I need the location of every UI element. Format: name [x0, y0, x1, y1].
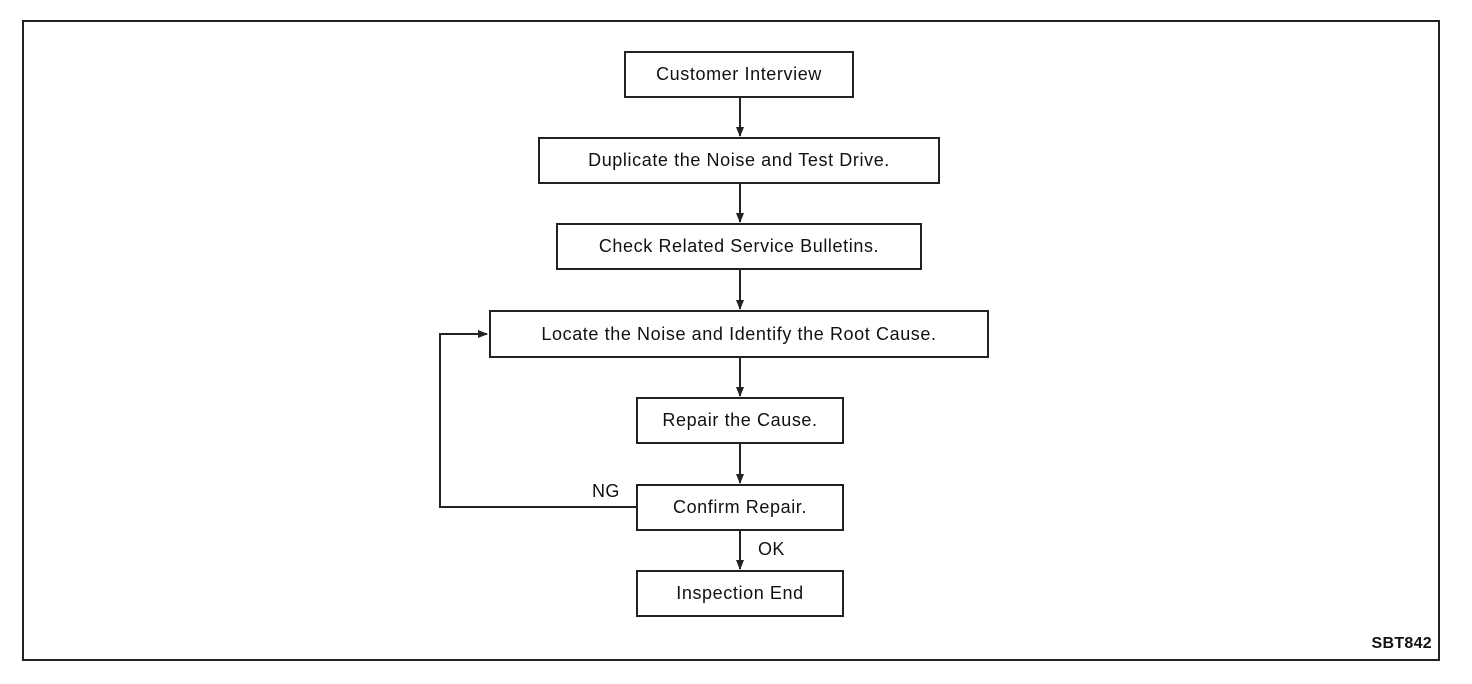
step-check-bulletins: Check Related Service Bulletins. — [556, 223, 922, 270]
step-duplicate-noise-label: Duplicate the Noise and Test Drive. — [588, 150, 890, 170]
figure-id: SBT842 — [1371, 635, 1432, 652]
diagram-frame — [22, 20, 1440, 661]
step-duplicate-noise: Duplicate the Noise and Test Drive. — [538, 137, 940, 184]
step-locate-noise: Locate the Noise and Identify the Root C… — [489, 310, 989, 358]
step-confirm-repair-label: Confirm Repair. — [672, 497, 808, 517]
step-customer-interview-label: Customer Interview — [656, 64, 822, 84]
ok-label: OK — [758, 539, 785, 559]
ng-loop-arrow — [439, 330, 637, 508]
step-customer-interview: Customer Interview — [624, 51, 854, 98]
step-check-bulletins-label: Check Related Service Bulletins. — [598, 236, 880, 256]
step-confirm-repair: Confirm Repair. — [636, 484, 844, 531]
ng-label: NG — [592, 481, 620, 501]
step-inspection-end-label: Inspection End — [676, 583, 804, 603]
step-repair-cause: Repair the Cause. — [636, 397, 844, 444]
step-inspection-end: Inspection End — [636, 570, 844, 617]
step-repair-cause-label: Repair the Cause. — [662, 410, 818, 430]
step-locate-noise-label: Locate the Noise and Identify the Root C… — [541, 323, 937, 344]
